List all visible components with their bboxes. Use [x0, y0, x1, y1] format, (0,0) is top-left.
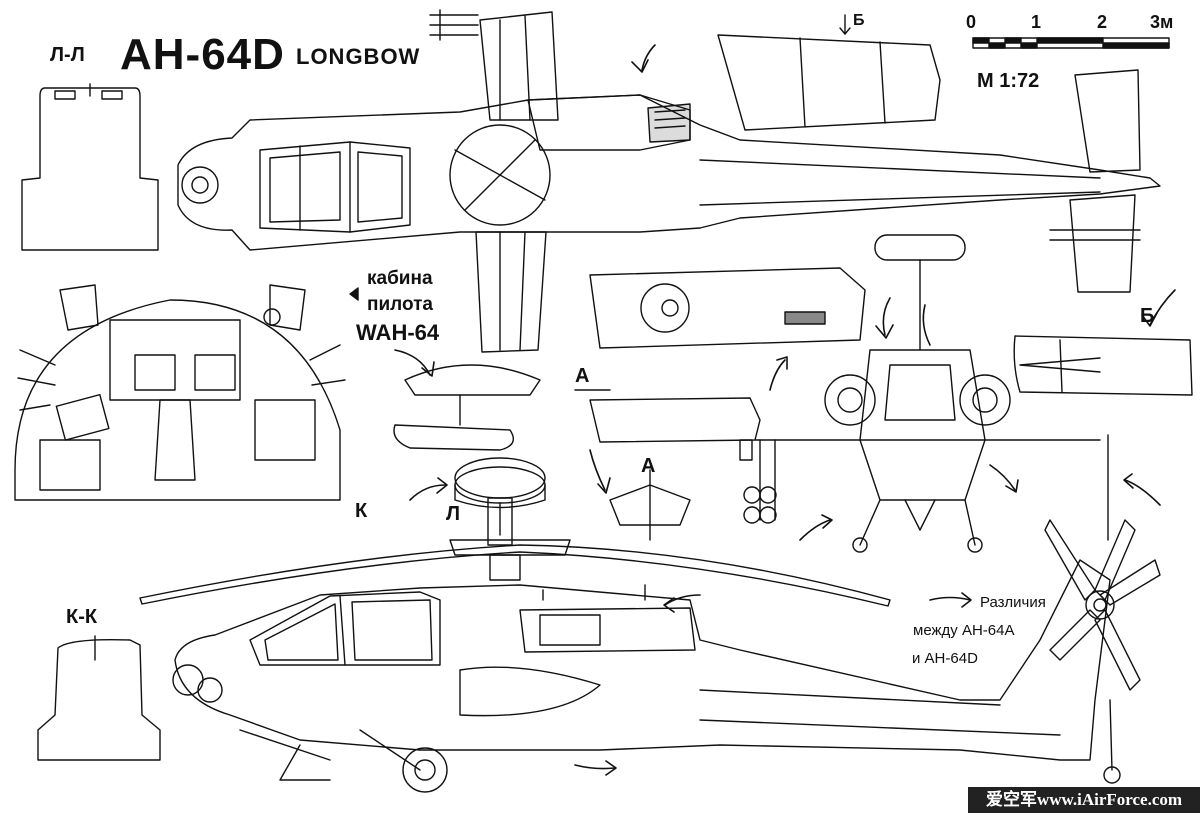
section-mark-a-mid: А — [641, 455, 656, 477]
section-b-right-view — [1013, 335, 1193, 396]
scale-ratio: М 1:72 — [977, 70, 1040, 92]
title-model: AH-64D — [120, 30, 285, 79]
section-b-top-view — [717, 14, 941, 131]
cockpit-pointer-icon — [349, 287, 359, 301]
section-mark-a-left: А — [575, 365, 590, 387]
cockpit-caption-line3: WAH-64 — [356, 320, 440, 345]
side-view-helicopter — [139, 457, 1121, 793]
section-kk-title: К-К — [66, 606, 98, 628]
cockpit-illustration — [14, 284, 346, 501]
cockpit-caption-line1: кабина — [367, 268, 433, 289]
section-kk-profile — [37, 635, 161, 761]
differences-caption-line2: между АН-64А — [913, 622, 1015, 639]
section-mark-l: Л — [446, 503, 461, 525]
scale-tick-2: 2 — [1097, 12, 1108, 32]
section-a-detail — [574, 389, 761, 541]
mast-radar-exploded — [393, 364, 546, 536]
title-section-prefix: Л-Л — [50, 44, 85, 66]
scale-tick-3: 3м — [1150, 12, 1174, 32]
section-mark-k: К — [355, 500, 368, 522]
scale-bar — [972, 37, 1170, 49]
section-ll-profile — [21, 83, 159, 251]
differences-caption-line1: Различия — [980, 594, 1046, 611]
direction-arrows — [394, 44, 1176, 776]
front-view — [743, 234, 1109, 553]
site-watermark: 爱空军www.iAirForce.com — [968, 787, 1200, 813]
engine-panel-view — [589, 267, 866, 349]
cockpit-caption-line2: пилота — [367, 294, 433, 315]
top-view-fuselage — [177, 9, 1161, 353]
section-mark-b-top: Б — [853, 12, 865, 29]
scale-tick-0: 0 — [966, 12, 977, 32]
scale-tick-1: 1 — [1031, 12, 1042, 32]
tail-rotor — [1044, 519, 1161, 691]
section-mark-b-right: Б — [1140, 305, 1155, 327]
differences-caption-line3: и АН-64D — [912, 650, 978, 667]
title-variant: LONGBOW — [296, 44, 421, 69]
